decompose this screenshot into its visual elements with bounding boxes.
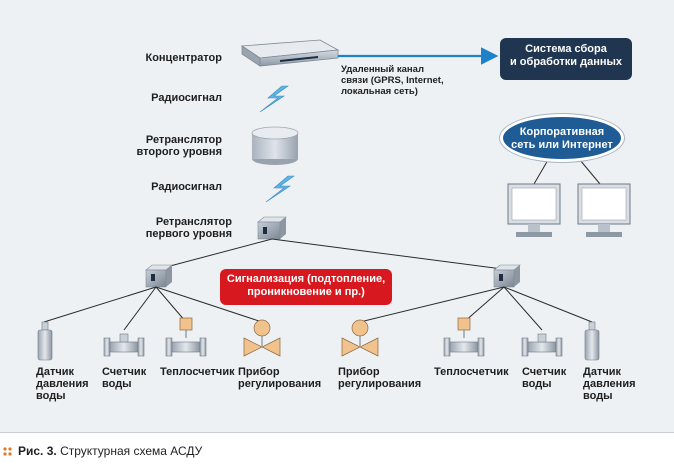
monitor-icon xyxy=(507,159,561,237)
heat-meter-label: Теплосчетчик xyxy=(434,366,509,378)
repeater-box-icon xyxy=(493,264,521,288)
repeater-box-icon xyxy=(145,264,173,288)
water-meter-icon xyxy=(521,333,563,357)
heat-meter-icon xyxy=(443,317,485,357)
lightning-icon xyxy=(259,85,289,113)
repeater-box-icon xyxy=(257,216,287,240)
radio-signal-label: Радиосигнал xyxy=(151,181,222,193)
concentrator-icon xyxy=(240,39,340,67)
caption-divider xyxy=(0,432,674,433)
repeater-cylinder-icon xyxy=(251,126,299,165)
radio-signal-label: Радиосигнал xyxy=(151,92,222,104)
caption-dots-icon xyxy=(3,447,12,456)
pressure-sensor-icon xyxy=(37,321,53,361)
heat-meter-label: Теплосчетчик xyxy=(160,366,235,378)
water-meter-icon xyxy=(103,333,145,357)
monitor-icon xyxy=(577,159,631,237)
pressure-sensor-icon xyxy=(584,321,600,361)
figure-caption: Рис. 3. Структурная схема АСДУ xyxy=(18,444,203,458)
regulator-valve-icon xyxy=(243,319,281,357)
regulator-valve-icon xyxy=(341,319,379,357)
concentrator-label: Концентратор xyxy=(145,52,222,64)
alarm-box: Сигнализация (подтопление,проникновение … xyxy=(220,269,392,305)
diagram-graphics xyxy=(37,39,631,361)
heat-meter-icon xyxy=(165,317,207,357)
lightning-icon xyxy=(265,175,295,203)
